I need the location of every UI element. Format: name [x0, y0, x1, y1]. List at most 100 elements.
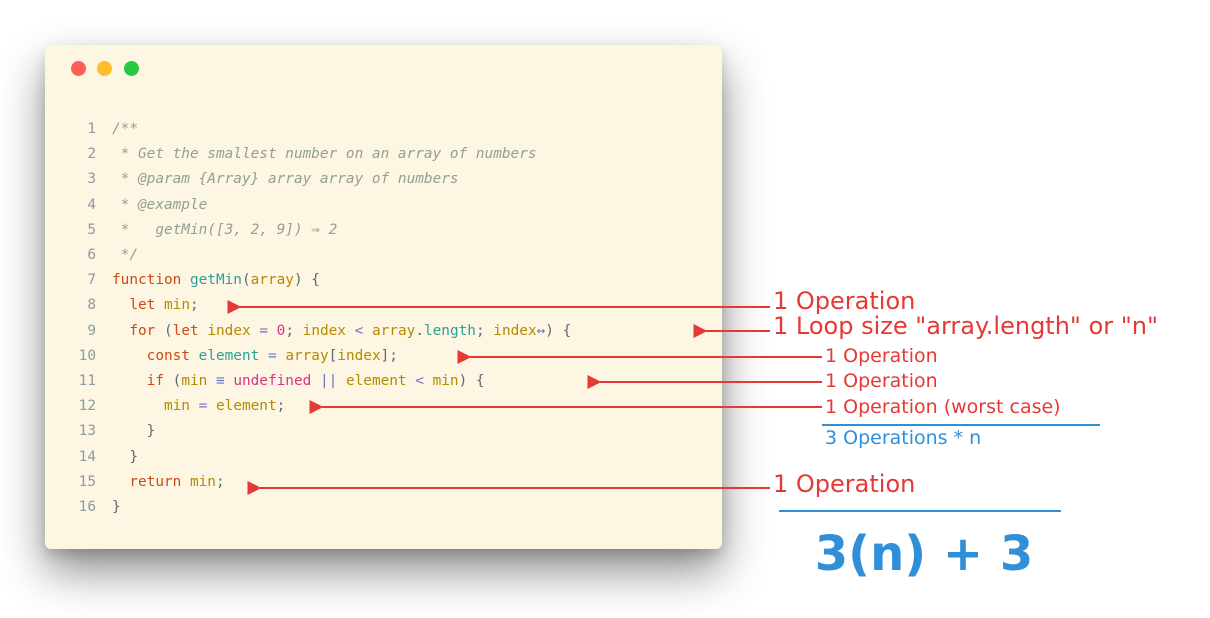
maximize-window-button[interactable] [124, 61, 139, 76]
code-text: */ [112, 243, 138, 268]
line-number: 12 [78, 398, 96, 415]
code-text: if (min ≡ undefined || element < min) { [112, 369, 485, 394]
code-token: getMin [189, 272, 242, 289]
code-token: function [112, 272, 182, 289]
code-token: return [129, 473, 182, 490]
code-token: index [337, 347, 381, 364]
code-window [45, 45, 722, 549]
code-token: ]; [380, 347, 398, 364]
code-token: } [112, 499, 121, 515]
line-number: 3 [87, 171, 96, 188]
code-token: array [371, 322, 416, 339]
code-token: < [345, 322, 372, 339]
code-token: ( [163, 373, 182, 389]
code-token: * Get the smallest number on an array of… [112, 146, 537, 163]
annotation-line-11: 1 Operation [825, 370, 938, 392]
code-text: const element = array[index]; [112, 344, 398, 369]
code-token: = [259, 347, 286, 364]
code-token: ( [155, 322, 173, 339]
code-token: ; [276, 398, 286, 415]
line-number: 5 [87, 221, 96, 238]
code-token: let [129, 297, 156, 314]
code-token: 0 [276, 322, 286, 339]
code-token: min [189, 473, 216, 490]
code-text: } [112, 495, 121, 520]
code-token: const [146, 347, 190, 364]
code-text: } [112, 419, 156, 444]
code-text: min = element; [112, 394, 285, 419]
code-text: } [112, 445, 138, 470]
code-token: /** [112, 121, 138, 137]
code-token: length [423, 322, 476, 339]
line-number: 13 [78, 423, 96, 440]
code-token: element [215, 398, 277, 415]
code-token: ; [475, 322, 494, 339]
annotation-line-12: 1 Operation (worst case) [825, 396, 1061, 418]
code-token: = [250, 322, 277, 339]
close-window-button[interactable] [71, 61, 86, 76]
code-token: } [112, 448, 138, 465]
code-text: for (let index = 0; index < array.length… [112, 319, 571, 344]
code-token: array [285, 347, 329, 364]
code-token: || [311, 373, 346, 389]
complexity-total: 3(n) + 3 [814, 526, 1034, 582]
code-token: = [189, 398, 216, 415]
line-number: 14 [78, 448, 96, 465]
line-number: 10 [78, 347, 96, 364]
code-token: min [163, 398, 190, 415]
line-number: 2 [87, 146, 96, 163]
code-token: undefined [233, 373, 312, 389]
annotation-line-10: 1 Operation [825, 345, 938, 367]
line-number: 8 [87, 297, 96, 314]
minimize-window-button[interactable] [97, 61, 112, 76]
code-text: /** [112, 117, 138, 142]
code-token: min [432, 373, 459, 389]
code-token: * @example [112, 196, 208, 213]
code-token: min [164, 297, 190, 314]
code-token: } [112, 423, 156, 440]
code-token: ; [285, 322, 303, 339]
code-token: if [146, 373, 164, 389]
code-token: . [415, 322, 424, 339]
code-token: array [250, 272, 294, 289]
code-token: index [493, 322, 537, 339]
code-token: for [129, 322, 156, 339]
code-token: ; [215, 473, 225, 490]
annotation-line-8: 1 Operation [773, 287, 916, 315]
code-text: * getMin([3, 2, 9]) ⇒ 2 [112, 218, 338, 243]
code-token: element [345, 373, 407, 389]
code-token: ) { [293, 272, 320, 289]
line-number: 4 [87, 196, 96, 213]
loop-subtotal: 3 Operations * n [825, 427, 982, 449]
code-token: * getMin([3, 2, 9]) ⇒ 2 [112, 221, 338, 238]
code-text: * @param {Array} array array of numbers [112, 167, 459, 192]
line-number: 9 [87, 322, 96, 339]
code-token: ≡ [207, 373, 234, 389]
code-token: index [302, 322, 346, 339]
code-text: function getMin(array) { [112, 268, 320, 293]
code-token: ; [190, 297, 199, 314]
line-number: 11 [78, 373, 96, 389]
code-token: index [207, 322, 251, 339]
line-number: 1 [87, 121, 96, 137]
code-token: let [172, 322, 199, 339]
line-number: 7 [87, 272, 96, 289]
code-token: */ [112, 247, 138, 263]
line-number: 16 [78, 499, 96, 515]
code-text: return min; [112, 470, 225, 495]
code-token: min [181, 373, 208, 389]
code-token: ) { [545, 322, 572, 339]
code-token: ↔ [536, 322, 546, 339]
annotation-line-9: 1 Loop size "array.length" or "n" [773, 312, 1159, 340]
code-token: [ [328, 347, 338, 364]
line-number: 15 [78, 473, 96, 490]
code-text: * @example [112, 193, 208, 218]
annotation-line-15: 1 Operation [773, 470, 916, 498]
code-text: let min; [112, 293, 199, 318]
code-text: * Get the smallest number on an array of… [112, 142, 537, 167]
code-token: ) { [458, 373, 485, 389]
code-token: ( [241, 272, 251, 289]
code-token: element [198, 347, 260, 364]
code-token: < [406, 373, 433, 389]
